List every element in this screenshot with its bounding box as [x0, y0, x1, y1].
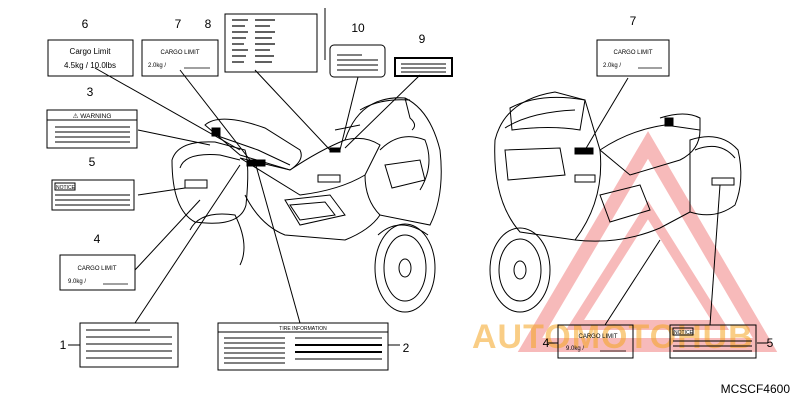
callout-4: 4 — [94, 232, 101, 246]
motorcycle-left — [171, 97, 442, 313]
label-8-info — [224, 13, 318, 73]
callout-1: 1 — [60, 338, 67, 352]
label-7-value: 2.0kg / — [148, 63, 166, 69]
label-4-title: CARGO LIMIT — [77, 266, 116, 272]
callout-2: 2 — [403, 341, 410, 355]
label-3-title: ⚠ WARNING — [73, 112, 112, 120]
label-5-title: NOTICE — [56, 185, 76, 191]
callout-5: 5 — [89, 155, 96, 169]
label-6-title: Cargo Limit — [70, 47, 112, 56]
label-5-notice: NOTICE — [51, 179, 135, 211]
callout-7: 7 — [175, 17, 182, 31]
label-6-value: 4.5kg / 10.0lbs — [64, 61, 116, 70]
label-6-cargo-limit: Cargo Limit 4.5kg / 10.0lbs — [47, 39, 134, 77]
callout-6: 6 — [82, 17, 89, 31]
callout-8: 8 — [205, 17, 212, 31]
label-7-title: CARGO LIMIT — [160, 50, 199, 56]
callout-10: 10 — [351, 21, 365, 35]
leader-lines — [68, 8, 768, 346]
callout-4-right: 4 — [543, 336, 550, 350]
label-7r-cargo-limit: CARGO LIMIT 2.0kg / — [596, 39, 670, 77]
callout-9: 9 — [419, 32, 426, 46]
label-4r-value: 9.0kg / — [566, 346, 584, 352]
label-3-warning: ⚠ WARNING — [46, 109, 138, 149]
callout-5-right: 5 — [767, 336, 774, 350]
watermark: AUTOMOTOHUB — [472, 131, 778, 356]
label-4-cargo-limit: CARGO LIMIT 9.0kg / — [59, 254, 136, 291]
label-7r-value: 2.0kg / — [603, 63, 621, 69]
label-7r-title: CARGO LIMIT — [613, 50, 652, 56]
label-2-title: TIRE INFORMATION — [279, 326, 327, 332]
label-1 — [79, 322, 179, 368]
label-5r-notice: NOTICE — [669, 324, 757, 359]
label-4-value: 9.0kg / — [68, 279, 86, 285]
callout-numbers: 1 2 3 4 5 6 7 8 9 10 7 4 5 — [60, 14, 774, 355]
label-4r-cargo-limit: CARGO LIMIT 9.0kg / — [557, 324, 634, 359]
label-5r-title: NOTICE — [674, 330, 694, 336]
motorcycle-right — [489, 91, 742, 313]
label-2-tire-info: TIRE INFORMATION — [217, 322, 389, 371]
diagram-code: MCSCF4600 — [721, 382, 791, 396]
label-10 — [329, 44, 386, 78]
callout-7-right: 7 — [630, 14, 637, 28]
label-4r-title: CARGO LIMIT — [578, 334, 617, 340]
watermark-text: AUTOMOTOHUB — [472, 318, 754, 356]
label-7-cargo-limit: CARGO LIMIT 2.0kg / — [141, 39, 219, 77]
label-9 — [394, 57, 453, 77]
callout-3: 3 — [87, 85, 94, 99]
